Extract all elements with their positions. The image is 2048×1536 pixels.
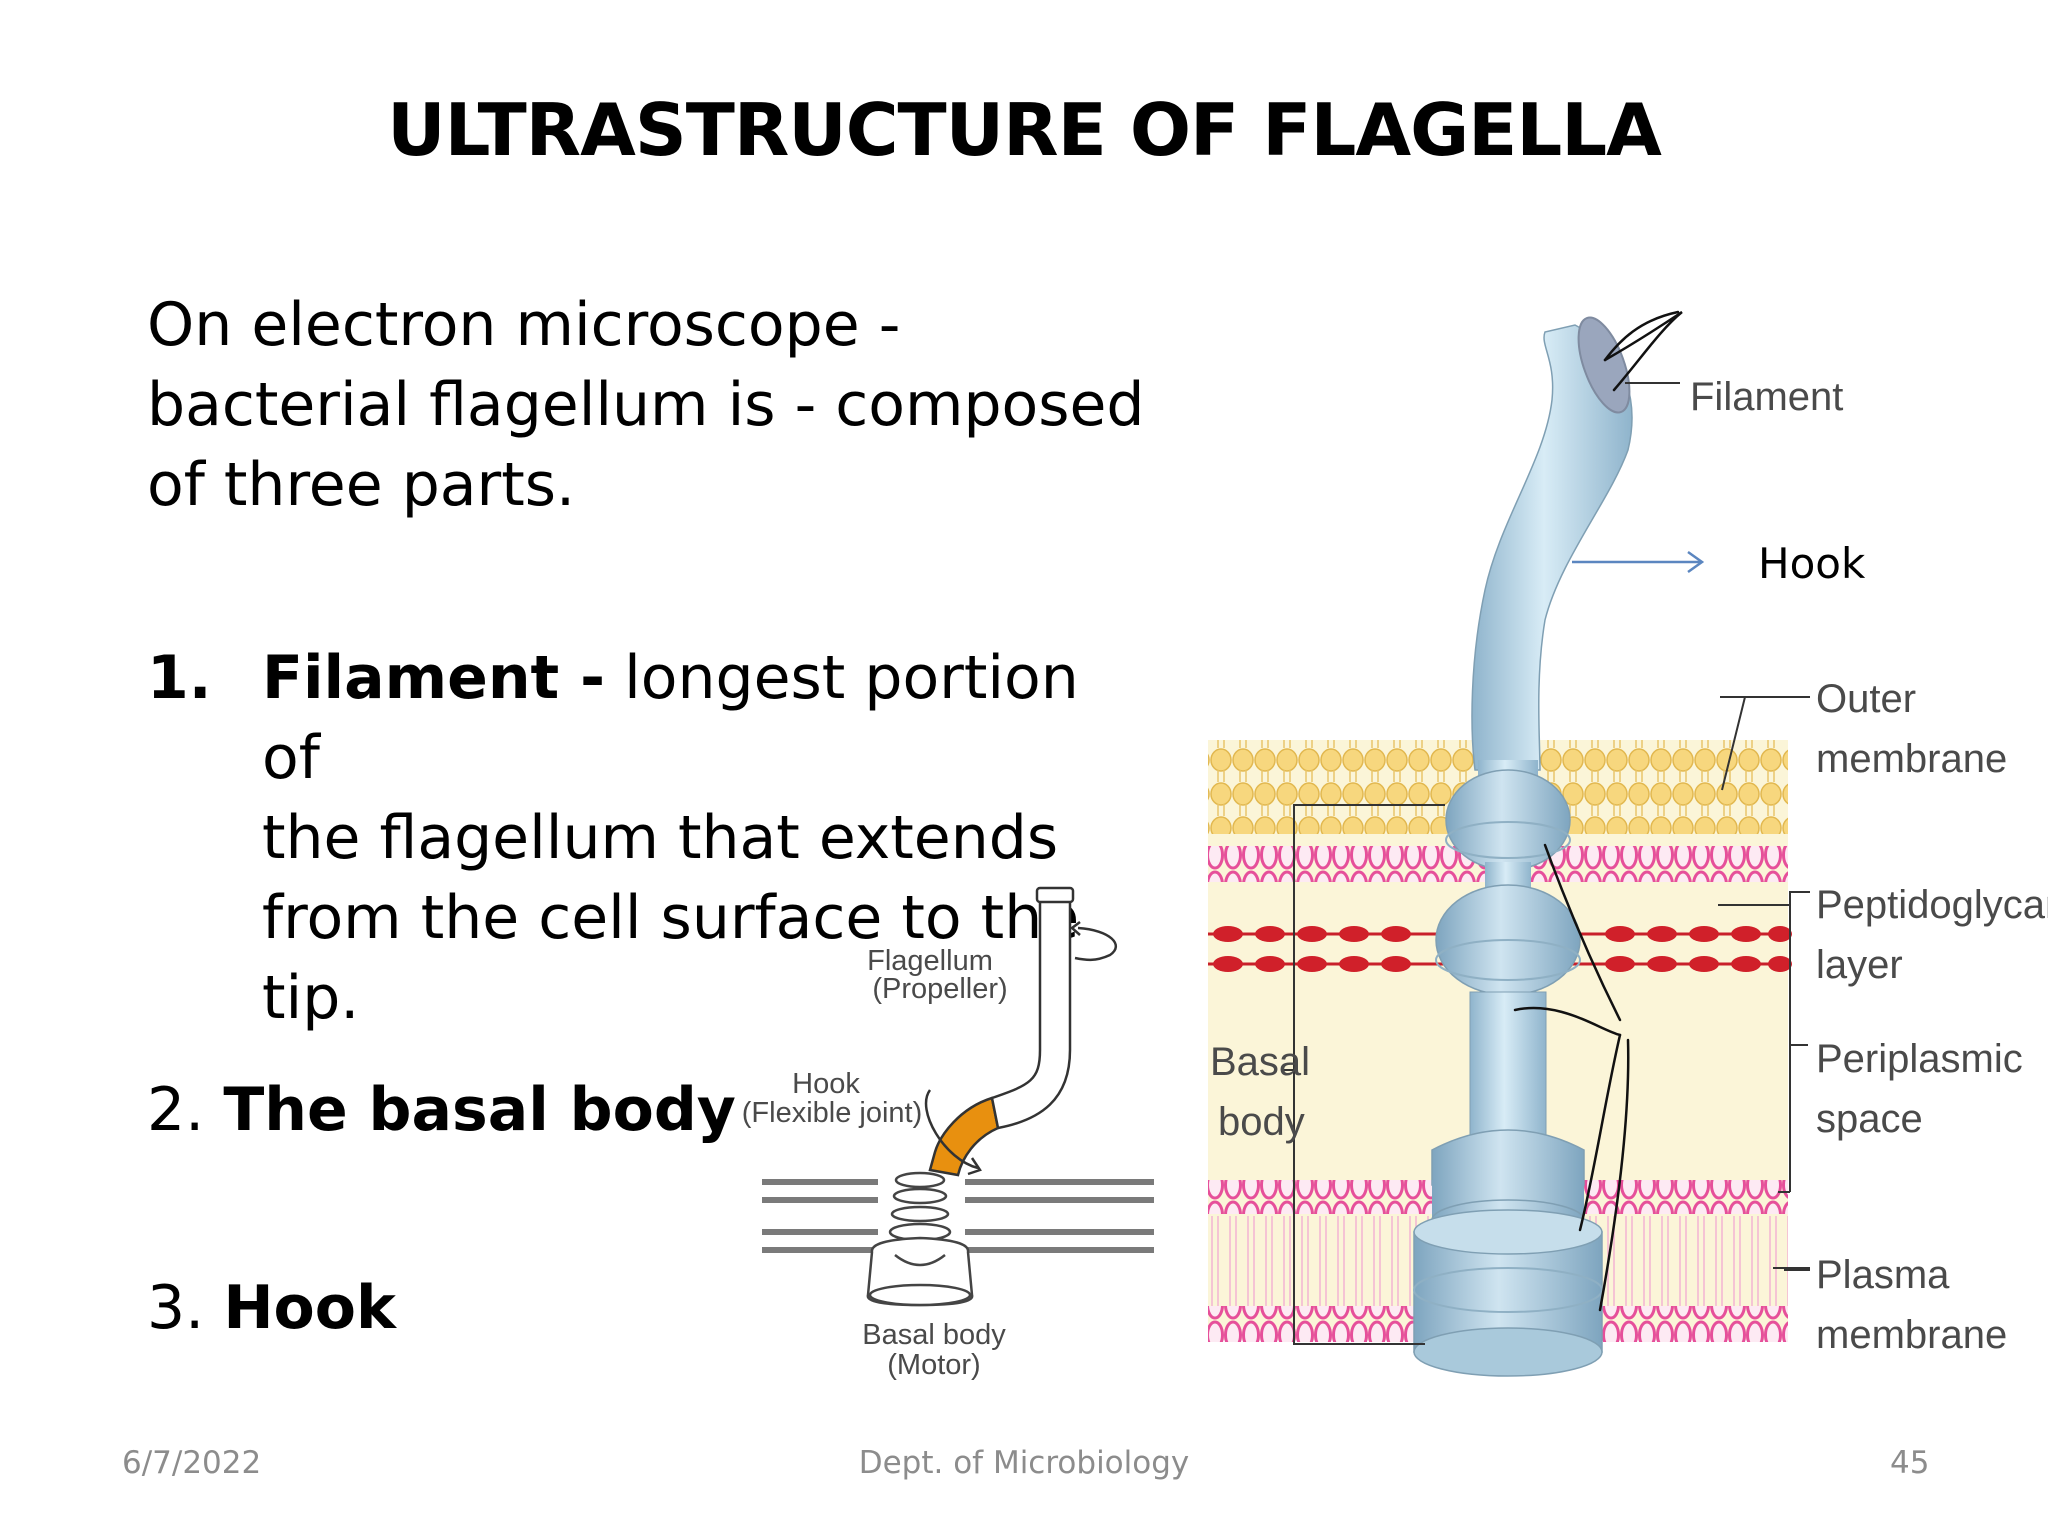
- item3-number: 3.: [147, 1273, 205, 1343]
- item2-basal-body: 2. The basal body: [147, 1070, 736, 1150]
- small-flagellum-diagram: Flagellum (Propeller) Hook (Flexible joi…: [742, 886, 1154, 1381]
- footer-page-number: 45: [1890, 1445, 1930, 1481]
- small-basal-body: [866, 1171, 974, 1307]
- hook-arrow: [1572, 550, 1705, 574]
- small-label-flexible-joint: (Flexible joint): [742, 1097, 923, 1129]
- label-periplasmic-2: space: [1816, 1097, 1923, 1141]
- filament-shaft: [1471, 324, 1633, 771]
- small-label-basal-body: Basal body: [862, 1319, 1006, 1351]
- label-hook: Hook: [1758, 539, 1866, 588]
- item1-line-1: longest portion of: [262, 643, 1079, 793]
- item1-line-4: tip.: [262, 963, 360, 1033]
- label-periplasmic-1: Periplasmic: [1816, 1037, 2023, 1081]
- small-label-flagellum: Flagellum: [867, 945, 993, 977]
- label-outer-membrane-2: membrane: [1816, 737, 2007, 781]
- l-ring: [1445, 769, 1571, 871]
- label-filament: Filament: [1690, 375, 1843, 419]
- intro-paragraph: On electron microscope - bacterial flage…: [147, 285, 1147, 525]
- item1-term: Filament -: [262, 643, 606, 713]
- leader-lines: [1283, 382, 1810, 1345]
- label-outer-membrane-1: Outer: [1816, 677, 1916, 721]
- slide-title: ULTRASTRUCTURE OF FLAGELLA: [387, 88, 1662, 172]
- label-plasma-2: membrane: [1816, 1313, 2007, 1357]
- small-membranes: [762, 1179, 1154, 1253]
- label-peptidoglycan-2: layer: [1816, 943, 1903, 987]
- item3-term: Hook: [223, 1273, 396, 1343]
- item1-filament: Filament - longest portion of the flagel…: [262, 638, 1142, 1038]
- label-basal-1: Basal: [1210, 1040, 1310, 1084]
- intro-line-1: On electron microscope -: [147, 290, 901, 360]
- intro-line-3: of three parts.: [147, 450, 576, 520]
- item2-term: The basal body: [223, 1075, 736, 1145]
- label-plasma-1: Plasma: [1816, 1253, 1950, 1297]
- footer-date: 6/7/2022: [122, 1445, 262, 1481]
- label-basal-2: body: [1218, 1100, 1305, 1144]
- small-filament: [990, 896, 1072, 1130]
- label-peptidoglycan-1: Peptidoglycan: [1816, 883, 2048, 927]
- item1-line-3: from the cell surface to the: [262, 883, 1080, 953]
- small-label-propeller: (Propeller): [872, 973, 1007, 1005]
- intro-line-2: bacterial flagellum is - composed: [147, 370, 1145, 440]
- item3-hook: 3. Hook: [147, 1268, 396, 1348]
- small-label-hook: Hook: [792, 1068, 860, 1100]
- item1-number: 1.: [147, 643, 212, 713]
- item2-number: 2.: [147, 1075, 205, 1145]
- rotation-arrows: [924, 921, 1117, 1176]
- small-label-motor: (Motor): [887, 1349, 980, 1381]
- handwritten-annotations: [1513, 310, 1683, 1312]
- footer-dept: Dept. of Microbiology: [858, 1445, 1190, 1481]
- large-flagellum-diagram: Filament Hook Outer membrane Peptidoglyc…: [1208, 310, 2048, 1377]
- item1-line-2: the flagellum that extends: [262, 803, 1059, 873]
